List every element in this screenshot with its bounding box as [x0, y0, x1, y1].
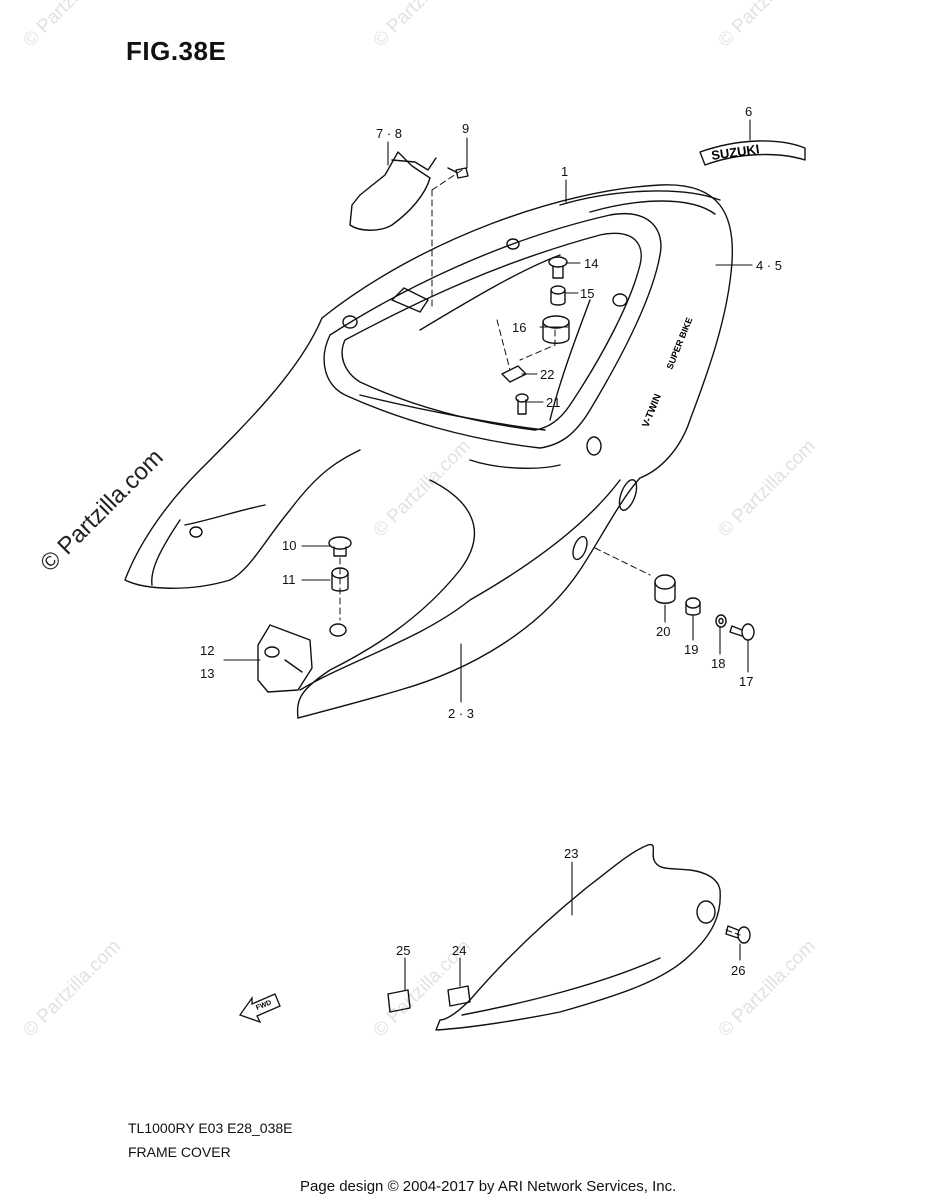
callout-26: 26 [731, 963, 745, 978]
callout-9: 9 [462, 121, 469, 136]
callout-15: 15 [580, 286, 594, 301]
callout-1: 1 [561, 164, 568, 179]
pad-24 [447, 985, 471, 1007]
callout-12: 12 [200, 643, 214, 658]
callout-20: 20 [656, 624, 670, 639]
callout-6: 6 [745, 104, 752, 119]
cushion-16 [542, 315, 570, 344]
callout-14: 14 [584, 256, 598, 271]
callout-25: 25 [396, 943, 410, 958]
bolt-17 [729, 623, 755, 641]
callout-24: 24 [452, 943, 466, 958]
collar-19 [685, 597, 701, 616]
bolt-10 [328, 536, 352, 557]
suzuki-emblem-text: SUZUKI [710, 141, 760, 163]
bracket-12-13 [257, 624, 313, 693]
bolt-9 [447, 167, 469, 179]
v-twin-decal-text: V-TWIN [641, 393, 664, 430]
spacer-15 [550, 285, 566, 306]
callout-10: 10 [282, 538, 296, 553]
screw-14 [548, 256, 568, 279]
figure-title: FIG.38E [126, 36, 227, 66]
lower-frame-cover-23 [435, 843, 721, 1031]
washer-18 [715, 614, 727, 628]
callout-13: 13 [200, 666, 214, 681]
callout-7-8: 7 · 8 [376, 126, 402, 141]
clip-26 [725, 925, 751, 944]
cushion-20 [654, 574, 676, 604]
callout-2-3: 2 · 3 [448, 706, 474, 721]
suzuki-emblem [699, 140, 806, 166]
callout-23: 23 [564, 846, 578, 861]
figure-caption: FRAME COVER [128, 1144, 231, 1160]
callout-22: 22 [540, 367, 554, 382]
side-bracket-7-8 [349, 151, 437, 313]
frame-cover-main [124, 184, 734, 719]
assembly-lines [339, 169, 741, 936]
page-footer: Page design © 2004-2017 by ARI Network S… [300, 1178, 677, 1195]
callout-11: 11 [282, 572, 296, 587]
callout-17: 17 [739, 674, 753, 689]
fwd-arrow-icon: FWD [238, 993, 281, 1024]
callout-21: 21 [546, 395, 560, 410]
super-bike-decal-text: SUPER BIKE [665, 316, 695, 371]
model-code: TL1000RY E03 E28_038E [128, 1120, 293, 1136]
screw-21 [515, 393, 529, 415]
callout-19: 19 [684, 642, 698, 657]
callout-18: 18 [711, 656, 725, 671]
leader-lines [223, 119, 753, 991]
pad-25 [387, 989, 411, 1013]
callout-16: 16 [512, 320, 526, 335]
callout-4-5: 4 · 5 [756, 258, 782, 273]
